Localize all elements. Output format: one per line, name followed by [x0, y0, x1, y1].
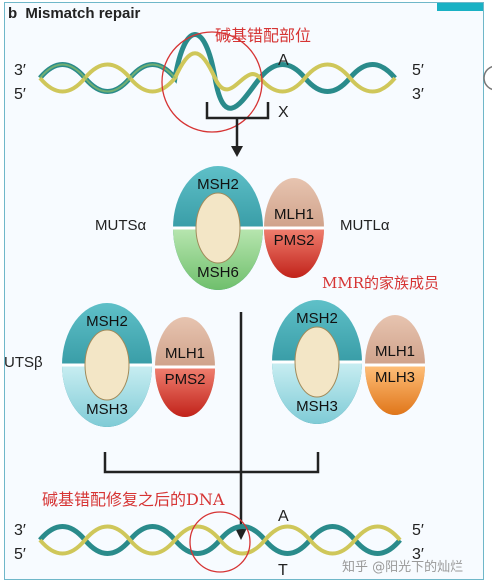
mutla-top-subunit: MLH1 — [273, 206, 314, 223]
mutsb-label: UTSβ — [4, 354, 43, 371]
left-mutl-complex — [155, 317, 215, 417]
after-repair-annotation: 碱基错配修复之后的DNA — [42, 490, 225, 509]
left-mutl-top-subunit: MLH1 — [164, 345, 205, 362]
arrow-head-1 — [231, 146, 243, 157]
mutla-bottom-subunit: PMS2 — [273, 232, 315, 249]
mutsb-bottom-subunit: MSH3 — [86, 401, 128, 418]
top-right-5prime: 5′ — [412, 62, 424, 79]
arrow-head-2 — [235, 528, 247, 540]
top-left-3prime: 3′ — [14, 62, 26, 79]
right-muts-complex — [272, 300, 362, 424]
top-base-x: X — [278, 104, 289, 121]
repaired-site-circle — [189, 511, 251, 573]
mutsa-top-subunit: MSH2 — [197, 176, 239, 193]
left-mutsb-complex — [62, 303, 152, 427]
right-mutl-top-subunit: MLH1 — [374, 343, 415, 360]
header-accent-bar — [437, 3, 483, 11]
watermark: 知乎 @阳光下的灿烂 — [342, 560, 464, 575]
top-dna-helix — [38, 32, 397, 111]
bottom-base-a: A — [278, 508, 289, 525]
partial-edge-icon — [483, 65, 492, 91]
bottom-right-5prime: 5′ — [412, 522, 424, 539]
bottom-left-3prime: 3′ — [14, 522, 26, 539]
bottom-dna-helix — [38, 524, 402, 556]
mutsa-bottom-subunit: MSH6 — [197, 264, 239, 281]
top-base-a: A — [278, 52, 289, 69]
panel-title: Mismatch repair — [25, 5, 141, 22]
top-left-5prime: 5′ — [14, 86, 26, 103]
bottom-base-t: T — [278, 562, 288, 579]
panel-letter: b — [8, 5, 18, 22]
bottom-right-3prime: 3′ — [412, 546, 424, 563]
bottom-bracket — [103, 452, 320, 474]
top-right-3prime: 3′ — [412, 86, 424, 103]
right-mutl-bottom-subunit: MLH3 — [374, 369, 415, 386]
mutla-label: MUTLα — [340, 217, 390, 234]
bottom-left-5prime: 5′ — [14, 546, 26, 563]
mutsa-label: MUTSα — [95, 217, 147, 234]
mismatch-site-annotation: 碱基错配部位 — [215, 26, 312, 45]
right-mutl-complex — [365, 315, 425, 415]
right-muts-bottom-subunit: MSH3 — [296, 398, 338, 415]
mutsb-top-subunit: MSH2 — [86, 313, 128, 330]
mismatch-site-circle — [161, 31, 263, 133]
right-muts-top-subunit: MSH2 — [296, 310, 338, 327]
left-mutl-bottom-subunit: PMS2 — [164, 371, 206, 388]
mmr-family-annotation: MMR的家族成员 — [322, 274, 440, 292]
mutsa-complex — [173, 166, 263, 290]
mutla-complex — [264, 178, 324, 278]
